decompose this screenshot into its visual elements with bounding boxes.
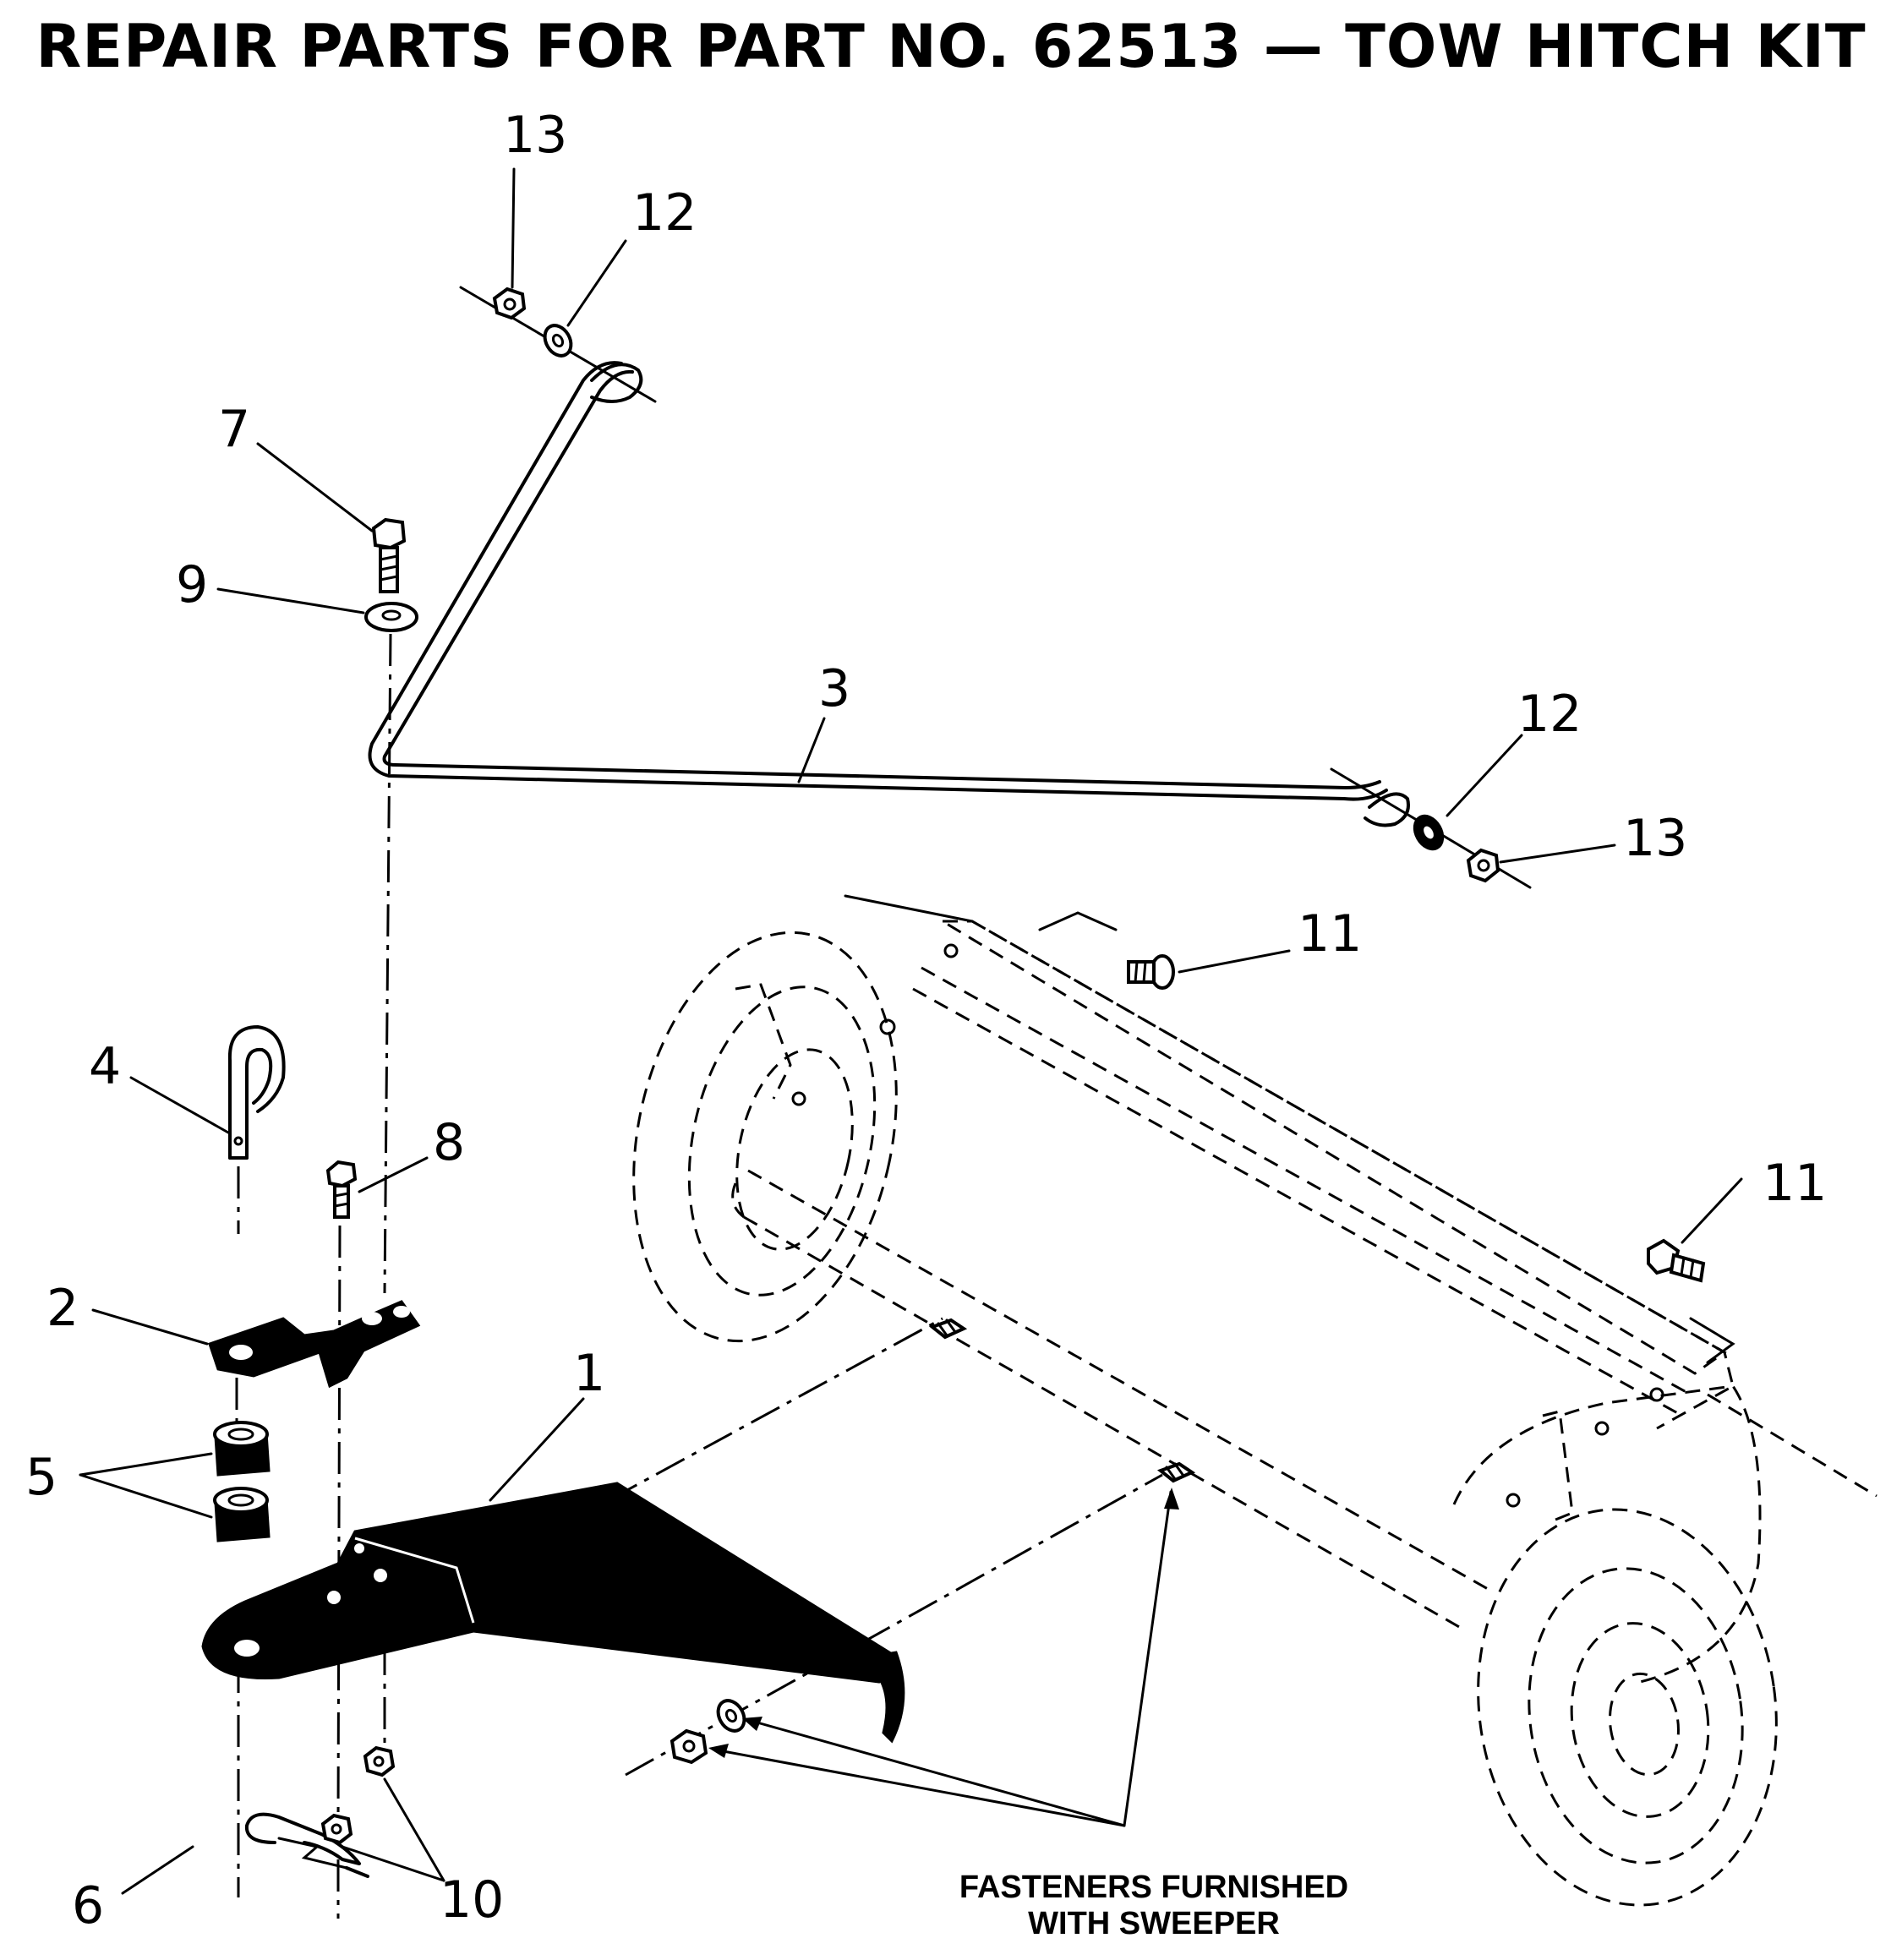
callout-12-top: 12	[632, 183, 697, 243]
hitch-bracket	[208, 1300, 421, 1389]
fasteners-note-line2: WITH SWEEPER	[1028, 1906, 1280, 1941]
furnished-lock-nut	[670, 1728, 708, 1765]
link-rod	[368, 286, 1532, 889]
callout-4: 4	[89, 1037, 121, 1096]
furnished-washer	[716, 1699, 746, 1733]
callout-6: 6	[72, 1876, 104, 1935]
hex-bolt-7	[371, 517, 407, 593]
tow-bar	[201, 1482, 905, 1744]
callout-3: 3	[818, 659, 850, 718]
callout-13-right: 13	[1623, 809, 1687, 868]
callout-1: 1	[573, 1344, 605, 1403]
callout-8: 8	[433, 1113, 465, 1172]
right-lock-nut	[1466, 848, 1500, 883]
callout-11-right: 11	[1763, 1154, 1827, 1213]
hairpin-cotter	[244, 1812, 369, 1878]
leader-lines	[79, 167, 1743, 1895]
right-washer	[1413, 814, 1445, 851]
callout-12-right: 12	[1517, 685, 1582, 744]
callout-2: 2	[46, 1279, 79, 1338]
callout-11-top: 11	[1298, 904, 1362, 964]
callout-10: 10	[440, 1870, 504, 1930]
carriage-bolt-top	[1127, 954, 1175, 990]
hex-nut-10b	[363, 1745, 396, 1777]
callout-9: 9	[176, 555, 208, 614]
sweeper-outline	[632, 894, 1877, 1907]
hitch-pin	[227, 1025, 286, 1160]
spacer-lower	[213, 1487, 271, 1542]
callout-13-top: 13	[503, 106, 567, 165]
fasteners-note-line1: FASTENERS FURNISHED	[959, 1870, 1348, 1905]
top-lock-nut	[492, 287, 527, 320]
callout-5: 5	[25, 1448, 57, 1507]
sweeper-stud-upper	[928, 1318, 968, 1340]
sweeper-stud-lower	[1156, 1461, 1196, 1483]
spacer-upper	[213, 1421, 271, 1477]
top-washer	[543, 324, 573, 358]
diagram-title: REPAIR PARTS FOR PART NO. 62513 — TOW HI…	[36, 12, 1866, 81]
hex-bolt-8	[325, 1160, 358, 1219]
carriage-bolt-right	[1647, 1238, 1706, 1283]
hex-nut-10a	[320, 1813, 353, 1845]
flat-washer-9	[364, 602, 418, 632]
callout-7: 7	[218, 400, 250, 459]
